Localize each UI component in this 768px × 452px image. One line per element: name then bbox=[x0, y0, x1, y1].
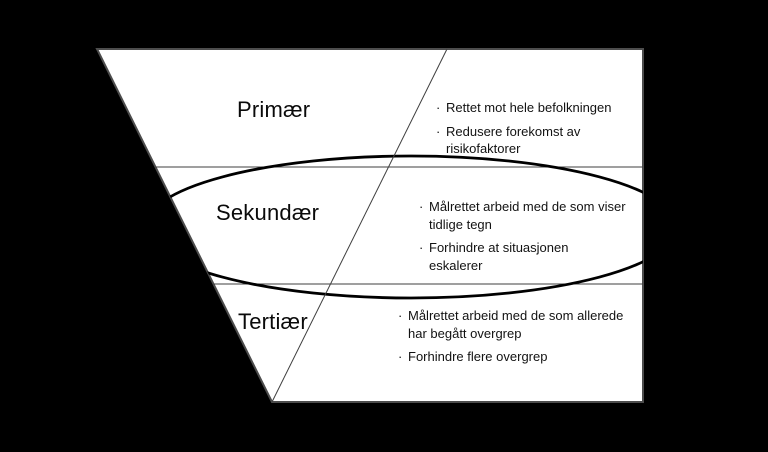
bullet-text-line: har begått overgrep bbox=[408, 325, 522, 341]
bullet-text-line: Målrettet arbeid med de som allerede bbox=[408, 308, 624, 323]
bullet-text-line: Forhindre at situasjonen bbox=[429, 240, 569, 255]
bullet-text-line: eskalerer bbox=[429, 257, 483, 273]
bullet-list-primaer: · Rettet mot hele befolkningen · Reduser… bbox=[436, 99, 642, 158]
bullet-text-line: Forhindre flere overgrep bbox=[408, 349, 548, 364]
section-label-sekundaer: Sekundær bbox=[216, 200, 320, 225]
bullet-item: · Målrettet arbeid med de som allerede h… bbox=[398, 307, 646, 342]
bullet-marker-icon: · bbox=[398, 308, 403, 323]
bullet-list-tertiaer: · Målrettet arbeid med de som allerede h… bbox=[398, 307, 646, 366]
bullet-marker-icon: · bbox=[398, 349, 403, 364]
bullet-marker-icon: · bbox=[436, 100, 441, 115]
bullet-text-line: Redusere forekomst av bbox=[446, 123, 581, 139]
bullet-marker-icon: · bbox=[419, 240, 424, 255]
bullet-item: · Forhindre at situasjonen eskalerer bbox=[419, 239, 647, 274]
diagonal-line bbox=[271, 48, 448, 403]
bullet-marker-icon: · bbox=[436, 123, 441, 139]
bullet-item: · Rettet mot hele befolkningen bbox=[436, 99, 642, 117]
bullet-text-line: tidlige tegn bbox=[429, 216, 492, 232]
bullet-list-sekundaer: · Målrettet arbeid med de som viser tidl… bbox=[419, 198, 647, 274]
bullet-text-line: risikofaktorer bbox=[446, 141, 521, 156]
bullet-text-line: Rettet mot hele befolkningen bbox=[446, 100, 612, 115]
bullet-marker-icon: · bbox=[419, 199, 424, 214]
section-label-primaer: Primær bbox=[237, 97, 311, 122]
section-label-tertiaer: Tertiær bbox=[238, 309, 308, 334]
bullet-item: · Redusere forekomst av risikofaktorer bbox=[436, 123, 642, 158]
bullet-item: · Målrettet arbeid med de som viser tidl… bbox=[419, 198, 647, 233]
bullet-item: · Forhindre flere overgrep bbox=[398, 348, 646, 366]
bullet-text-line: Målrettet arbeid med de som viser bbox=[429, 199, 626, 214]
